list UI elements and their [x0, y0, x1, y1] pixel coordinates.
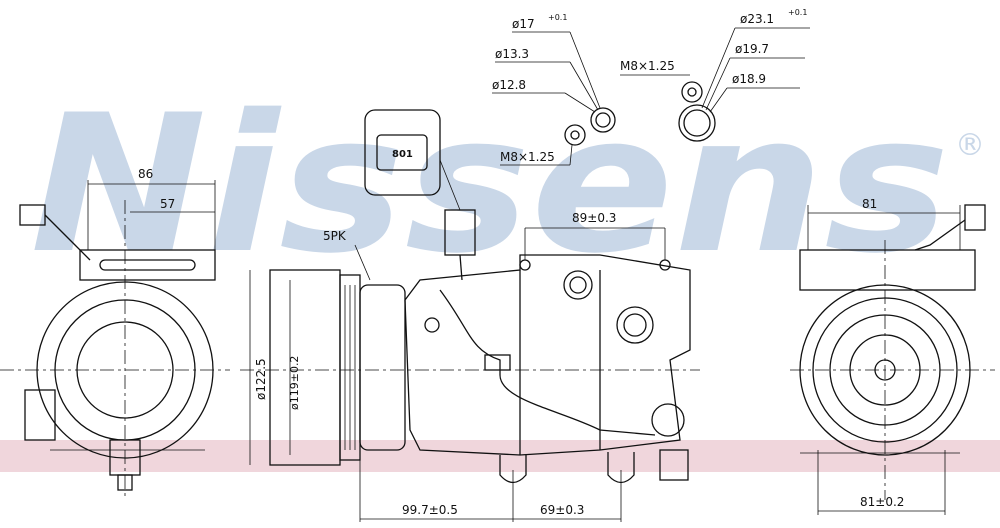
dia-122-5: ø122.5	[254, 358, 268, 400]
discharge-thread: M8×1.25	[620, 59, 675, 73]
dia-119: ø119±0.2	[288, 356, 301, 410]
watermark-logo: Nissens	[30, 74, 950, 295]
discharge-dia-19-7: ø19.7	[735, 42, 769, 56]
registered-mark: ®	[955, 128, 985, 163]
suction-tol: +0.1	[548, 13, 567, 22]
suction-dia-13-3: ø13.3	[495, 47, 529, 61]
dim-99-7: 99.7±0.5	[402, 503, 458, 517]
suction-dia-12-8: ø12.8	[492, 78, 526, 92]
dim-89: 89±0.3	[572, 211, 616, 225]
dim-86: 86	[138, 167, 153, 181]
left-view	[0, 180, 230, 500]
dim-69: 69±0.3	[540, 503, 584, 517]
connector-code: 801	[392, 149, 413, 160]
discharge-dia-18-9: ø18.9	[732, 72, 766, 86]
discharge-port-detail	[620, 27, 810, 142]
suction-thread: M8×1.25	[500, 150, 555, 164]
suction-port-detail	[492, 31, 616, 166]
suction-dia-17: ø17	[512, 17, 535, 31]
discharge-dia-23-1: ø23.1	[740, 12, 774, 26]
center-view	[240, 109, 700, 522]
dim-81-tol: 81±0.2	[860, 495, 904, 509]
dim-81: 81	[862, 197, 877, 211]
dim-57: 57	[160, 197, 175, 211]
right-view	[790, 204, 995, 515]
discharge-tol: +0.1	[788, 8, 807, 17]
belt-label: 5PK	[323, 229, 347, 243]
